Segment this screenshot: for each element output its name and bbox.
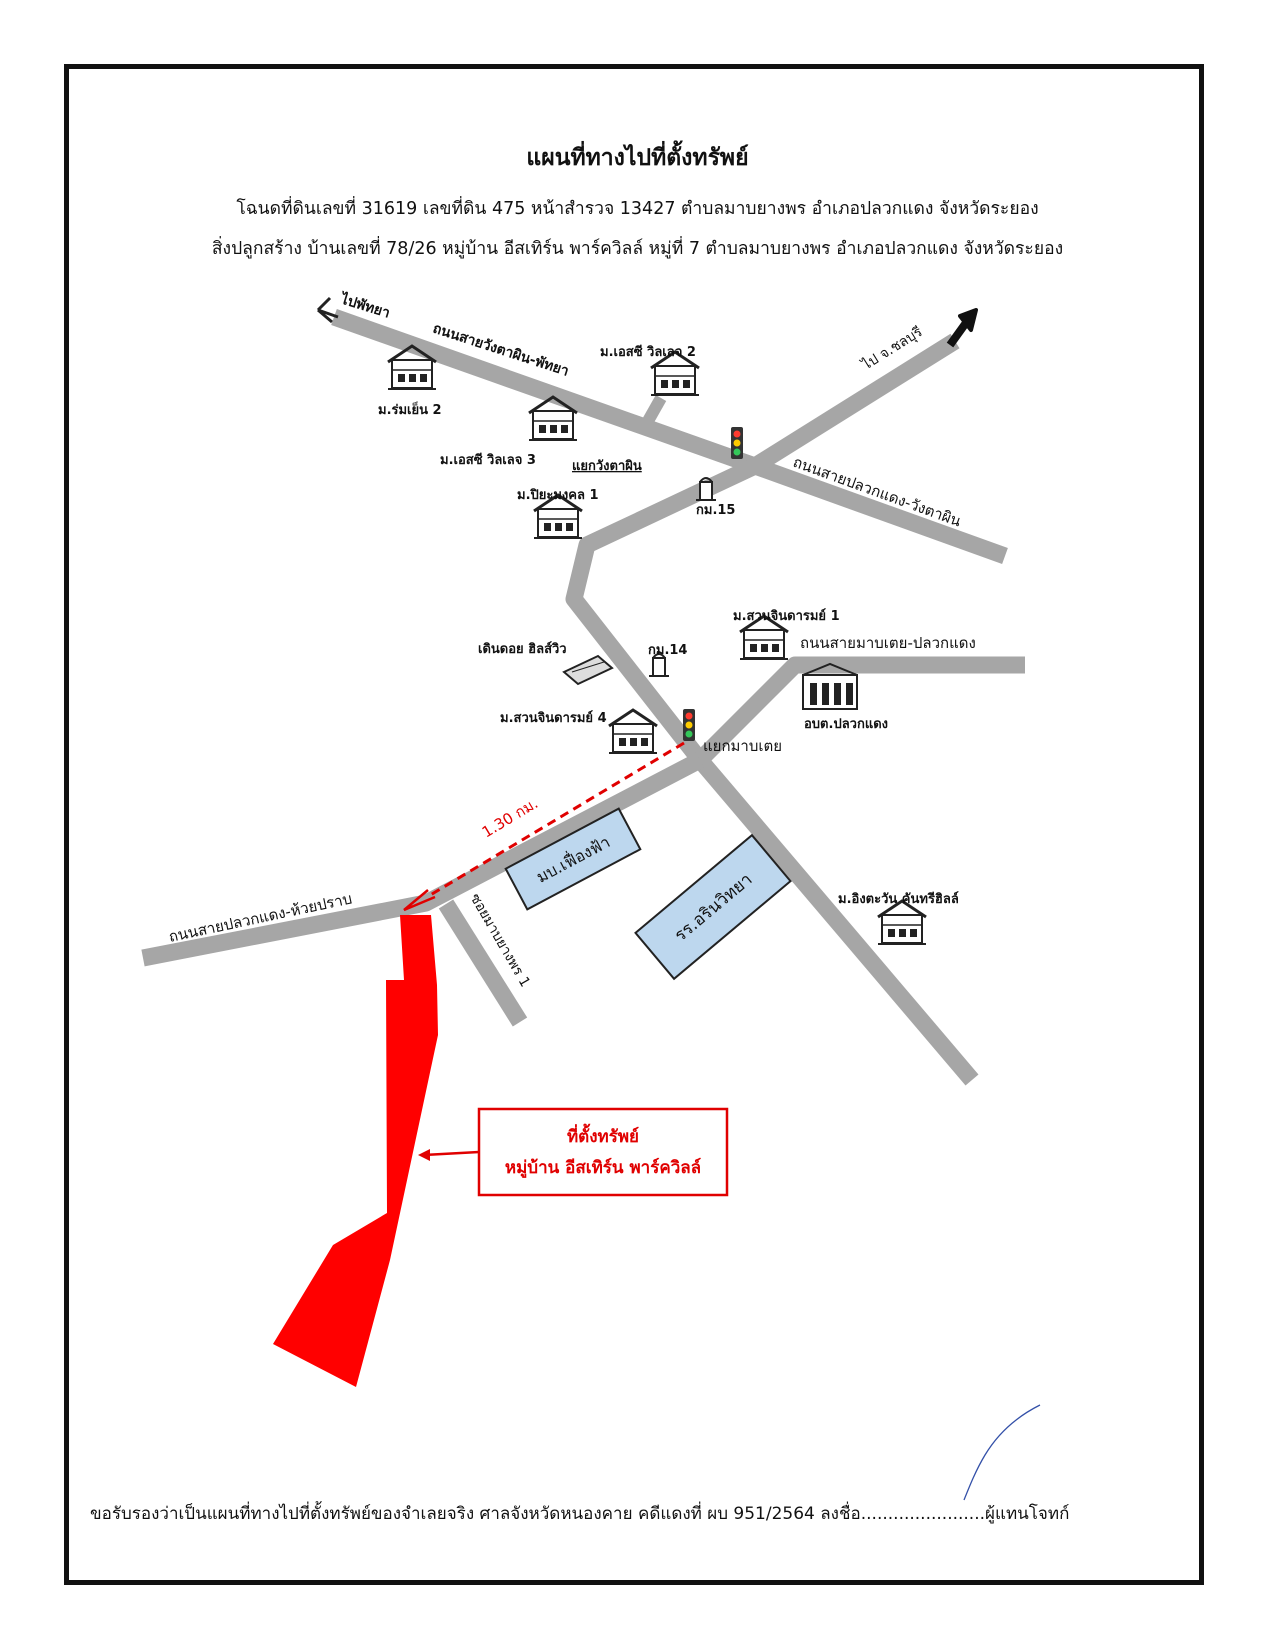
roads xyxy=(141,308,1025,1086)
label-driving-range: เดินดอย ฮิลส์วิว xyxy=(478,641,567,657)
label-road-maptoei-pluakdaeng: ถนนสายมาบเตย-ปลวกแดง xyxy=(800,634,976,652)
label-km-15: กม.15 xyxy=(696,503,735,518)
building-info-line: สิ่งปลูกสร้าง บ้านเลขที่ 78/26 หมู่บ้าน … xyxy=(211,239,1064,259)
property-parcel-shape xyxy=(273,915,438,1387)
label-ingtawan: ม.อิงตะวัน คันทรีฮิลล์ xyxy=(838,891,959,907)
page-frame xyxy=(64,64,1204,1585)
road-wangtaphin-pattaya xyxy=(331,308,758,475)
certification-line: ขอรับรองว่าเป็นแผนที่ทางไปที่ตั้งทรัพย์ข… xyxy=(90,1504,1070,1524)
arrow-to-chonburi-icon xyxy=(946,308,978,348)
label-tambon-admin: อบต.ปลวกแดง xyxy=(804,717,888,732)
driving-range-icon xyxy=(562,654,614,686)
road-main-south xyxy=(565,458,979,1086)
label-siam-city-2: ม.เอสซี วิลเลจ 2 xyxy=(600,344,696,360)
map-title: แผนที่ทางไปที่ตั้งทรัพย์ xyxy=(526,145,749,171)
road-maptoei-pluakdaeng xyxy=(693,656,1025,767)
distance-route xyxy=(403,741,685,912)
arinwittaya-box xyxy=(634,833,792,981)
label-ruenrueng-2: ม.ร่มเย็น 2 xyxy=(378,400,442,418)
road-pluakdaeng-huaiprap xyxy=(141,752,704,967)
deed-info-line: โฉนดที่ดินเลขที่ 31619 เลขที่ดิน 475 หน้… xyxy=(236,199,1039,219)
property-callout-box xyxy=(477,1107,729,1197)
callout-line-1: ที่ตั้งทรัพย์ xyxy=(567,1123,639,1147)
label-siam-city-3: ม.เอสซี วิลเลจ 3 xyxy=(440,452,536,468)
road-pluakdaeng-wangtaphin xyxy=(752,458,1008,564)
label-km-14: กม.14 xyxy=(648,643,687,658)
road-soi-mapyangphon-1 xyxy=(438,899,528,1027)
callout-arrow-icon xyxy=(418,1149,480,1161)
arrow-to-pattaya-icon xyxy=(316,296,339,324)
label-piyamongkol-1: ม.ปิยะมงคล 1 xyxy=(517,488,599,503)
fueangfa-box xyxy=(504,807,642,911)
label-junction-wangtaphin: แยกวังตาผิน xyxy=(572,459,642,474)
government-building-icon xyxy=(802,662,858,710)
label-suanjinda-4: ม.สวนจินดารมย์ 4 xyxy=(500,710,607,726)
road-to-chonburi xyxy=(750,333,960,474)
road-siam-city-2-access xyxy=(642,395,667,424)
label-junction-maptoei: แยกมาบเตย xyxy=(703,737,782,755)
callout-line-2: หมู่บ้าน อีสเทิร์น พาร์ควิลล์ xyxy=(505,1157,701,1179)
label-suanjinda-1: ม.สวนจินดารมย์ 1 xyxy=(733,608,840,624)
